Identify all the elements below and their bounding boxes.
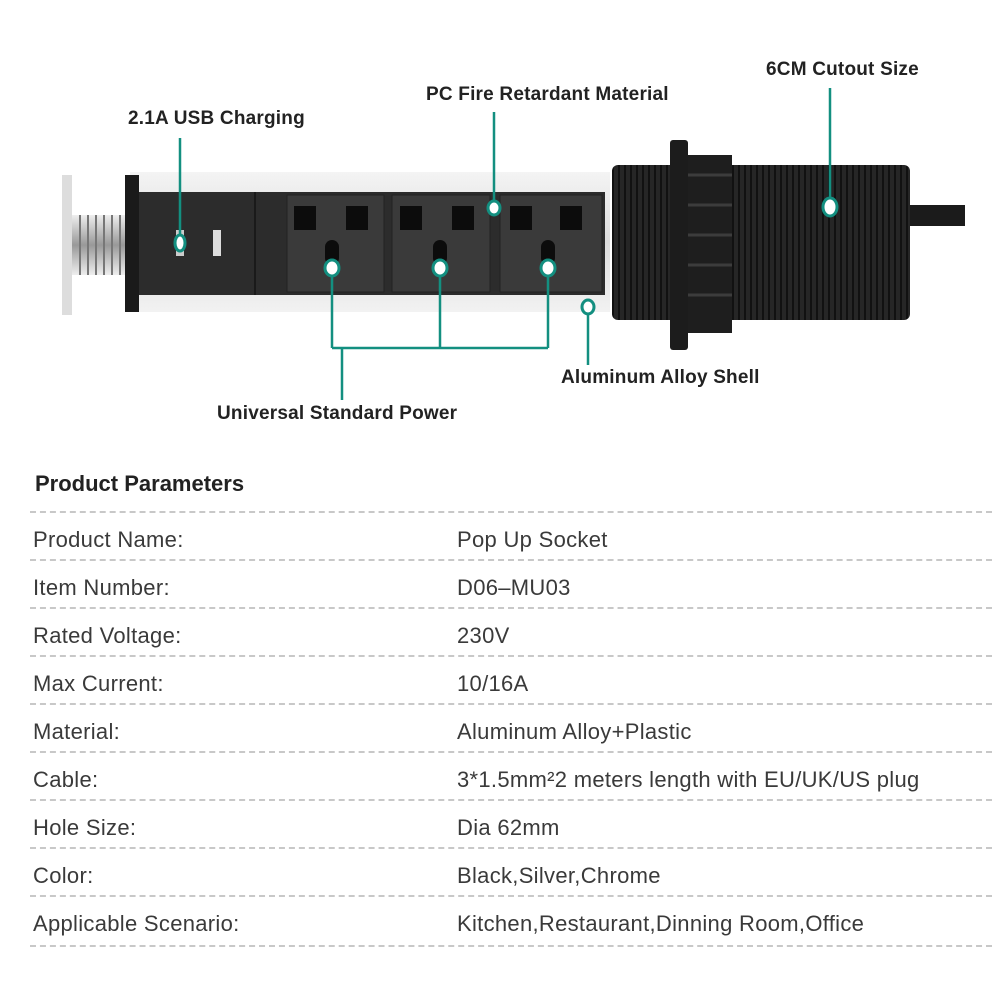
callout-lines [178, 88, 832, 400]
param-label: Product Name: [33, 527, 184, 552]
callout-dots [173, 196, 839, 316]
table-row: Product Name: Pop Up Socket [30, 511, 992, 561]
table-row: Item Number: D06–MU03 [30, 559, 992, 609]
param-label: Cable: [33, 767, 99, 792]
table-row: Applicable Scenario: Kitchen,Restaurant,D… [30, 895, 992, 947]
param-label: Rated Voltage: [33, 623, 182, 648]
outlet [499, 194, 603, 293]
outlet [286, 194, 385, 293]
usb-port [213, 230, 221, 256]
param-label: Item Number: [33, 575, 170, 600]
callout-cutout-size: 6CM Cutout Size [766, 59, 919, 80]
table-row: Color: Black,Silver,Chrome [30, 847, 992, 897]
param-value: Black,Silver,Chrome [457, 863, 661, 888]
param-label: Hole Size: [33, 815, 137, 840]
param-value: Dia 62mm [457, 815, 560, 840]
param-label: Applicable Scenario: [33, 911, 240, 936]
param-value: Aluminum Alloy+Plastic [457, 719, 692, 744]
callout-aluminum-shell: Aluminum Alloy Shell [561, 367, 760, 388]
table-row: Material: Aluminum Alloy+Plastic [30, 703, 992, 753]
table-row: Rated Voltage: 230V [30, 607, 992, 657]
pop-up-socket-illustration [62, 88, 965, 400]
threaded-cylinder [612, 140, 965, 350]
table-row: Hole Size: Dia 62mm [30, 799, 992, 849]
param-label: Color: [33, 863, 94, 888]
parameters-title: Product Parameters [35, 471, 245, 496]
param-value: 230V [457, 623, 510, 648]
param-value: D06–MU03 [457, 575, 571, 600]
param-value: Pop Up Socket [457, 527, 608, 552]
param-value: 3*1.5mm²2 meters length with EU/UK/US pl… [457, 767, 920, 792]
table-row: Max Current: 10/16A [30, 655, 992, 705]
callout-usb-charging: 2.1A USB Charging [128, 108, 305, 129]
power-cable [910, 205, 965, 226]
param-label: Material: [33, 719, 121, 744]
callout-fire-retardant: PC Fire Retardant Material [426, 84, 669, 105]
callout-universal-power: Universal Standard Power [217, 403, 458, 424]
table-row: Cable: 3*1.5mm²2 meters length with EU/UK… [30, 751, 992, 801]
param-value: Kitchen,Restaurant,Dinning Room,Office [457, 911, 865, 936]
outlets [286, 194, 603, 293]
param-label: Max Current: [33, 671, 164, 696]
param-value: 10/16A [457, 671, 529, 696]
spring-base [62, 175, 127, 315]
